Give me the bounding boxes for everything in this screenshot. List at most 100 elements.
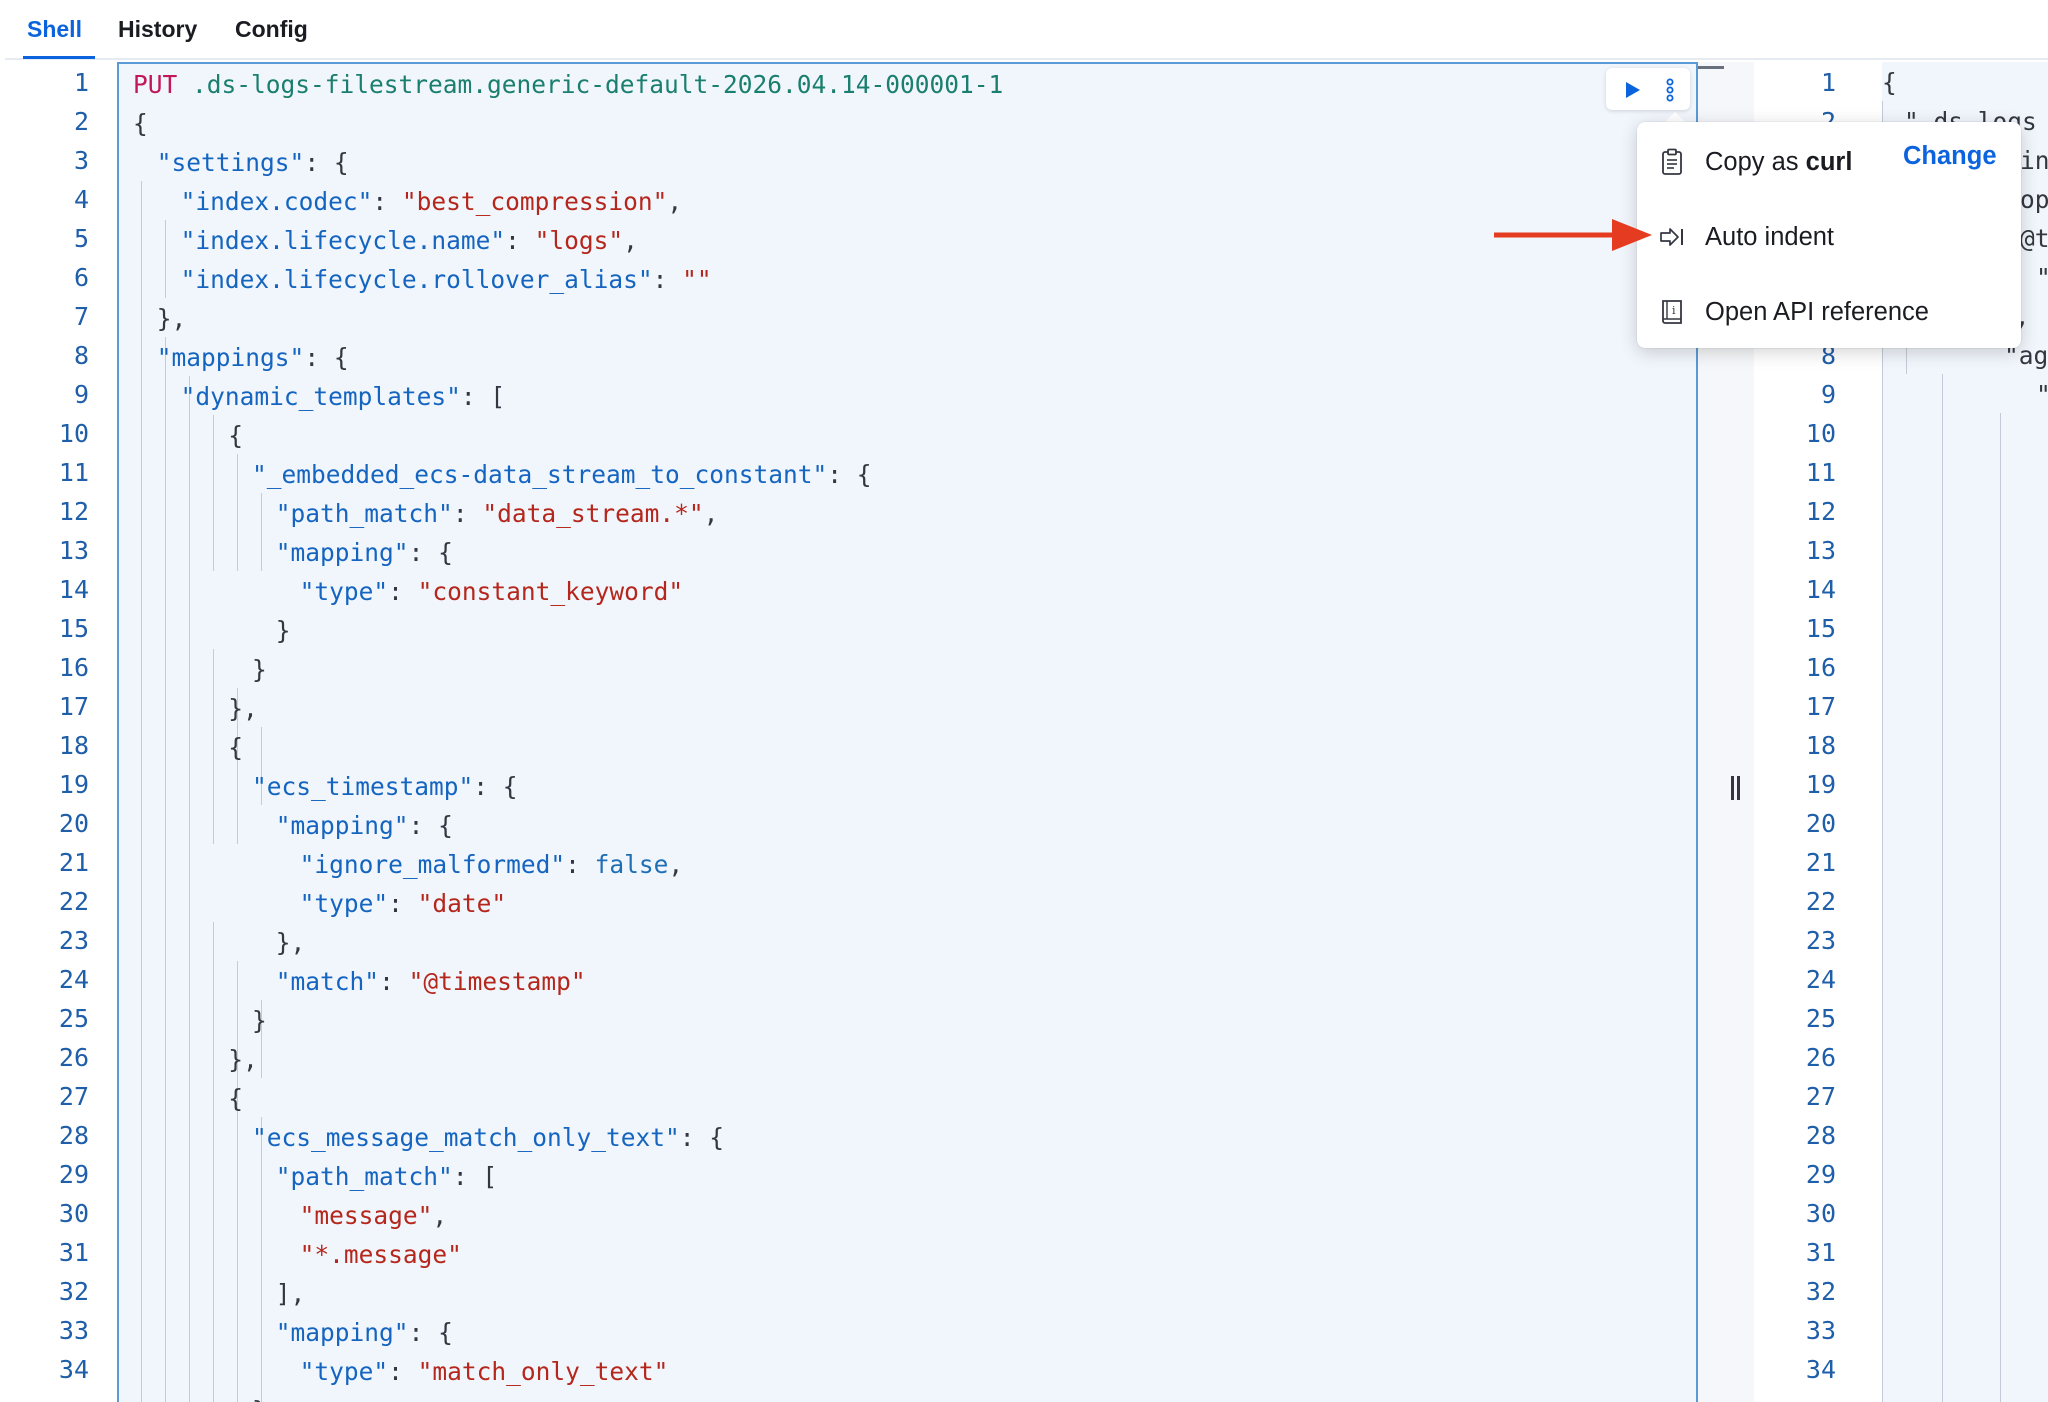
code-line: }, bbox=[228, 694, 258, 723]
curl-label: curl bbox=[1805, 147, 1853, 176]
open-api-reference-item[interactable]: i Open API reference bbox=[1657, 290, 1929, 334]
output-line-number: 25 bbox=[1805, 1004, 1836, 1033]
resize-handle[interactable] bbox=[1729, 776, 1745, 804]
line-number: 31 bbox=[58, 1238, 89, 1267]
output-line-number: 34 bbox=[1805, 1355, 1836, 1384]
line-number: 14 bbox=[58, 575, 89, 604]
clipboard-icon bbox=[1662, 148, 1682, 175]
code-line: "mapping": { bbox=[275, 538, 453, 567]
indent-icon bbox=[1660, 228, 1683, 246]
request-path: .ds-logs-filestream.generic-default-2026… bbox=[192, 70, 1004, 99]
line-number: 17 bbox=[58, 692, 89, 721]
send-request-button[interactable] bbox=[1620, 78, 1644, 102]
code-line: "type": "date" bbox=[299, 889, 507, 918]
indent-guide bbox=[261, 1117, 262, 1402]
code-line: { bbox=[133, 109, 148, 138]
output-line-number: 14 bbox=[1805, 575, 1836, 604]
line-number: 3 bbox=[73, 146, 89, 175]
indent-guide bbox=[261, 727, 262, 805]
code-line: "index.codec": "best_compression", bbox=[180, 187, 683, 216]
code-line: } bbox=[275, 616, 291, 645]
line-number: 2 bbox=[73, 107, 89, 136]
code-line: "ignore_malformed": false, bbox=[299, 850, 684, 879]
code-line: "ecs_message_match_only_text": { bbox=[252, 1123, 725, 1152]
indent-guide bbox=[165, 220, 166, 298]
line-number: 19 bbox=[58, 770, 89, 799]
line-number: 21 bbox=[58, 848, 89, 877]
output-line-number: 13 bbox=[1805, 536, 1836, 565]
request-method: PUT bbox=[133, 70, 178, 99]
code-line: "dynamic_templates": [ bbox=[180, 382, 506, 411]
book-icon: i bbox=[1662, 300, 1682, 324]
output-line-number: 23 bbox=[1805, 926, 1836, 955]
auto-indent-item[interactable]: Auto indent bbox=[1657, 215, 1834, 259]
indent-guide bbox=[237, 688, 238, 844]
code-line: "settings": { bbox=[156, 148, 349, 177]
code-line: ], bbox=[275, 1279, 306, 1308]
line-number: 23 bbox=[58, 926, 89, 955]
active-tab-indicator bbox=[23, 56, 95, 59]
indent-guide bbox=[213, 415, 214, 571]
code-line: } bbox=[252, 1391, 267, 1402]
open-api-reference-label: Open API reference bbox=[1705, 297, 1929, 326]
actions-menu: Copy as curl Change Auto indent i Open A… bbox=[1637, 122, 2021, 348]
indent-guide bbox=[213, 922, 214, 1402]
tab-shell[interactable]: Shell bbox=[27, 16, 82, 42]
indent-guide bbox=[2000, 413, 2001, 1402]
line-number: 9 bbox=[73, 380, 89, 409]
output-line-number: 15 bbox=[1805, 614, 1836, 643]
indent-guide bbox=[261, 493, 262, 571]
tab-history[interactable]: History bbox=[118, 16, 198, 42]
output-line-number: 20 bbox=[1805, 809, 1836, 838]
line-number: 8 bbox=[73, 341, 89, 370]
change-format-link[interactable]: Change bbox=[1903, 142, 1997, 170]
output-fragment: " bbox=[2036, 258, 2048, 297]
code-line: "index.lifecycle.rollover_alias": "" bbox=[180, 265, 712, 294]
indent-guide bbox=[213, 649, 214, 844]
code-line: "type": "constant_keyword" bbox=[299, 577, 684, 606]
output-line-number: 9 bbox=[1820, 380, 1836, 409]
code-line: "match": "@timestamp" bbox=[275, 967, 586, 996]
output-line-number: 10 bbox=[1805, 419, 1836, 448]
request-editor[interactable]: PUT .ds-logs-filestream.generic-default-… bbox=[117, 62, 1698, 1402]
line-number: 33 bbox=[58, 1316, 89, 1345]
svg-text:i: i bbox=[1672, 304, 1676, 317]
copy-as-curl-item[interactable]: Copy as curl bbox=[1657, 140, 1852, 184]
code-line: }, bbox=[228, 1045, 258, 1074]
code-line: } bbox=[252, 655, 267, 684]
line-number: 25 bbox=[58, 1004, 89, 1033]
tab-config[interactable]: Config bbox=[235, 16, 308, 42]
output-line-number: 16 bbox=[1805, 653, 1836, 682]
output-fragment: @t bbox=[2020, 224, 2048, 253]
code-line: "mapping": { bbox=[275, 811, 453, 840]
line-number: 1 bbox=[73, 68, 89, 97]
line-number: 13 bbox=[58, 536, 89, 565]
output-line-number: 28 bbox=[1805, 1121, 1836, 1150]
play-icon bbox=[1626, 82, 1640, 98]
line-number: 27 bbox=[58, 1082, 89, 1111]
annotation-arrow-icon bbox=[1494, 219, 1652, 251]
output-line-number: 30 bbox=[1805, 1199, 1836, 1228]
indent-guide bbox=[237, 961, 238, 1402]
line-number: 18 bbox=[58, 731, 89, 760]
line-number: 6 bbox=[73, 263, 89, 292]
output-line-number: 26 bbox=[1805, 1043, 1836, 1072]
line-number: 16 bbox=[58, 653, 89, 682]
output-line-number: 33 bbox=[1805, 1316, 1836, 1345]
code-line: { bbox=[228, 421, 243, 450]
line-number: 4 bbox=[73, 185, 89, 214]
line-number: 15 bbox=[58, 614, 89, 643]
output-line-number: 29 bbox=[1805, 1160, 1836, 1189]
line-number: 22 bbox=[58, 887, 89, 916]
output-line-number: 12 bbox=[1805, 497, 1836, 526]
output-fragment: in bbox=[2020, 146, 2048, 175]
code-line: "path_match": "data_stream.*", bbox=[275, 499, 719, 528]
code-line: { bbox=[228, 733, 243, 762]
more-actions-button[interactable] bbox=[1658, 76, 1682, 104]
indent-guide bbox=[189, 376, 190, 1402]
code-line: PUT .ds-logs-filestream.generic-default-… bbox=[133, 65, 1003, 104]
output-fragment: { bbox=[1882, 68, 1897, 97]
vertical-dots-icon bbox=[1666, 78, 1674, 102]
code-line: "*.message" bbox=[299, 1240, 462, 1269]
